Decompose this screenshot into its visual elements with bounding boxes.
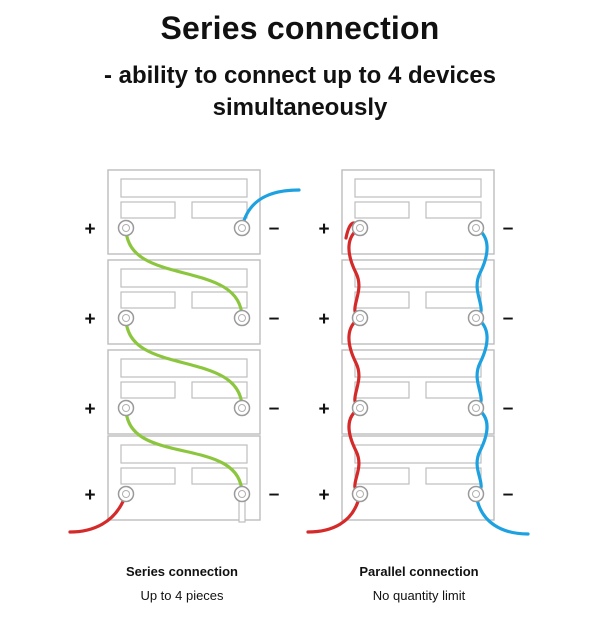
device-panel <box>120 178 248 198</box>
series-minus-label: – <box>269 484 280 505</box>
series-terminal-left-inner <box>122 404 130 412</box>
parallel-terminal-right-inner <box>472 224 480 232</box>
series-plug <box>238 499 246 523</box>
device-slot-left <box>120 381 176 399</box>
parallel-device-3 <box>341 349 495 435</box>
parallel-plus-label: + <box>318 219 329 240</box>
parallel-caption-detail: No quantity limit <box>372 588 466 603</box>
series-output-cable-red <box>68 492 128 534</box>
series-output-cable-blue <box>240 188 301 230</box>
device-panel <box>354 444 482 464</box>
page-subtitle: - ability to connect up to 4 devices sim… <box>0 60 600 124</box>
series-device-2 <box>107 259 261 345</box>
device-slot-left <box>120 291 176 309</box>
device-panel <box>120 268 248 288</box>
series-terminal-left-inner <box>122 224 130 232</box>
series-link-cable-2 <box>124 316 244 410</box>
series-plus-label: + <box>84 219 95 240</box>
device-slot-right <box>425 201 482 219</box>
parallel-terminal-right-inner <box>472 314 480 322</box>
device-slot-left <box>354 201 410 219</box>
parallel-minus-label: – <box>503 308 514 329</box>
series-plus-label: + <box>84 399 95 420</box>
series-terminal-right-inner <box>238 404 246 412</box>
device-panel <box>354 358 482 378</box>
subtitle-line-2: simultaneously <box>212 94 388 121</box>
device-body <box>341 169 495 255</box>
parallel-terminal-left-inner <box>356 490 364 498</box>
parallel-terminal-left-inner <box>356 224 364 232</box>
parallel-minus-label: – <box>503 484 514 505</box>
parallel-caption-title: Parallel connection <box>359 564 479 579</box>
device-slot-right <box>425 467 482 485</box>
parallel-terminal-right-inner <box>472 490 480 498</box>
parallel-terminal-left-inner <box>356 314 364 322</box>
series-caption-detail: Up to 4 pieces <box>140 588 224 603</box>
device-slot-right <box>191 291 248 309</box>
series-link-cable-1 <box>124 226 244 320</box>
series-terminal-left-inner <box>122 490 130 498</box>
device-body <box>107 169 261 255</box>
parallel-positive-cable <box>347 226 364 496</box>
parallel-device-1 <box>341 169 495 255</box>
parallel-caption: Parallel connection No quantity limit <box>319 560 519 608</box>
series-plus-label: + <box>84 309 95 330</box>
parallel-device-4 <box>341 435 495 521</box>
device-slot-left <box>120 467 176 485</box>
series-caption-title: Series connection <box>126 564 238 579</box>
parallel-terminal-left-inner <box>356 404 364 412</box>
subtitle-line-1: - ability to connect up to 4 devices <box>103 62 497 89</box>
device-slot-right <box>191 467 248 485</box>
series-terminal-right-inner <box>238 490 246 498</box>
series-link-cable-3 <box>124 406 244 496</box>
parallel-device-2 <box>341 259 495 345</box>
series-plus-label: + <box>84 485 95 506</box>
series-minus-label: – <box>269 398 280 419</box>
device-panel <box>120 444 248 464</box>
series-terminal-right-inner <box>238 314 246 322</box>
series-device-3 <box>107 349 261 435</box>
parallel-minus-label: – <box>503 218 514 239</box>
device-panel <box>354 268 482 288</box>
parallel-terminal-right-inner <box>472 404 480 412</box>
device-panel <box>120 358 248 378</box>
device-slot-left <box>354 467 410 485</box>
series-caption: Series connection Up to 4 pieces <box>82 560 282 608</box>
series-minus-label: – <box>269 308 280 329</box>
device-body <box>341 435 495 521</box>
parallel-plus-label: + <box>318 485 329 506</box>
parallel-minus-label: – <box>503 398 514 419</box>
device-body <box>341 259 495 345</box>
device-body <box>341 349 495 435</box>
parallel-plus-label: + <box>318 399 329 420</box>
page-title: Series connection <box>160 10 440 46</box>
series-terminal-left-inner <box>122 314 130 322</box>
device-slot-right <box>191 381 248 399</box>
parallel-negative-cable <box>472 226 489 496</box>
series-terminal-right-inner <box>238 224 246 232</box>
device-slot-left <box>120 201 176 219</box>
parallel-plus-label: + <box>318 309 329 330</box>
device-slot-right <box>191 201 248 219</box>
series-device-1 <box>107 169 261 255</box>
series-minus-label: – <box>269 218 280 239</box>
device-panel <box>354 178 482 198</box>
